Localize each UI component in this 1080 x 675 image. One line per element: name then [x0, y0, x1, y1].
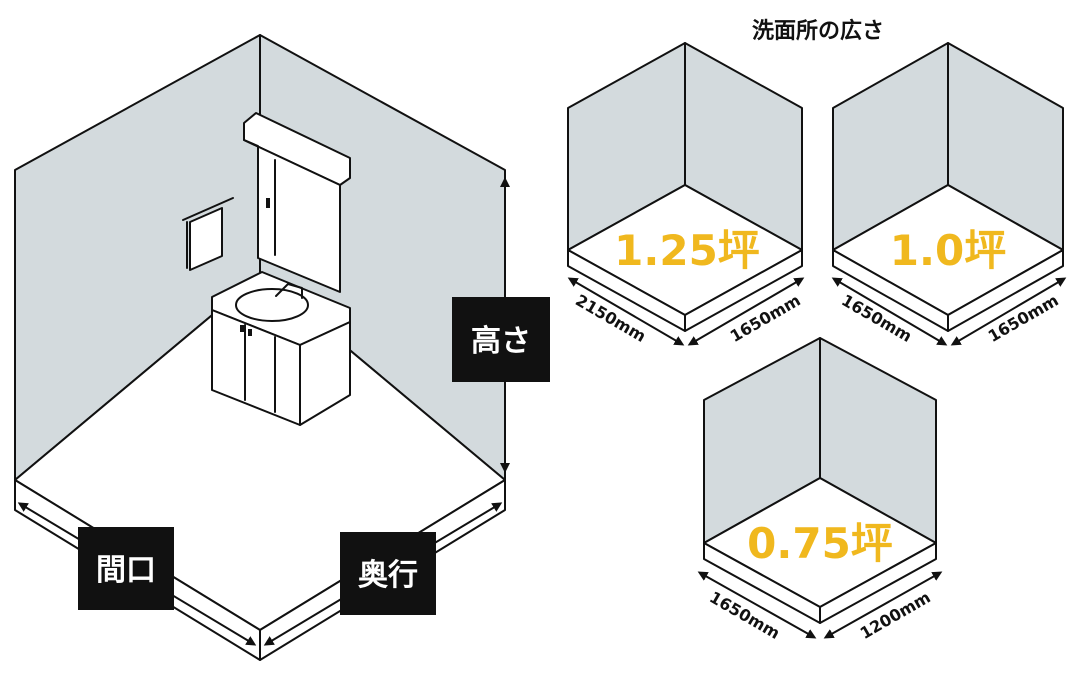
- vanity-icon: [211, 112, 351, 426]
- height-label: 高さ: [452, 297, 550, 382]
- room-1-25: 1.25坪 2150mm 1650mm: [567, 42, 805, 346]
- room-0-75: 0.75坪 1650mm 1200mm: [697, 337, 943, 643]
- room-size-3: 0.75坪: [747, 519, 893, 568]
- towel-bar-icon: [182, 197, 234, 271]
- room-size-1: 1.25坪: [614, 226, 760, 275]
- frontage-label: 間口: [78, 527, 174, 610]
- svg-text:奥行: 奥行: [358, 558, 418, 593]
- section-title: 洗面所の広さ: [752, 18, 884, 44]
- svg-text:間口: 間口: [96, 553, 156, 588]
- room-1-0: 1.0坪 1650mm 1650mm: [831, 42, 1067, 346]
- depth-label: 奥行: [340, 532, 436, 615]
- room-size-2: 1.0坪: [890, 226, 1006, 275]
- svg-text:高さ: 高さ: [471, 324, 531, 359]
